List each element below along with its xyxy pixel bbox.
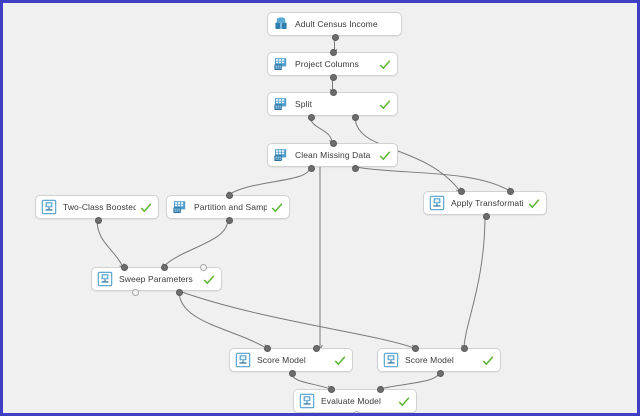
node-project-columns[interactable]: Project Columns: [267, 49, 398, 81]
ml-model-icon: [429, 195, 445, 211]
node-label: Sweep Parameters: [119, 274, 193, 284]
connection-edge[interactable]: [461, 214, 486, 351]
output-port-0[interactable]: [482, 213, 490, 220]
data-transform-icon: [273, 56, 289, 72]
status-check-icon: [334, 354, 346, 366]
ml-model-icon: [383, 352, 399, 368]
output-port-0[interactable]: [436, 370, 444, 377]
input-port-0[interactable]: [225, 192, 233, 199]
status-none: [383, 18, 395, 30]
ml-model-icon: [97, 271, 113, 287]
output-port-0[interactable]: [330, 74, 337, 81]
input-port-1[interactable]: [313, 345, 321, 352]
input-port-0[interactable]: [263, 345, 271, 352]
status-check-icon: [528, 197, 540, 209]
connection-edge[interactable]: [178, 290, 417, 350]
node-label: Two-Class Boosted Decision T...: [63, 202, 136, 212]
node-score-model-right[interactable]: Score Model: [377, 345, 501, 377]
status-check-icon: [203, 273, 215, 285]
input-port-1[interactable]: [160, 264, 168, 271]
status-check-icon: [482, 354, 494, 366]
node-label: Project Columns: [295, 59, 359, 69]
output-port-0[interactable]: [94, 217, 102, 224]
input-port-0[interactable]: [330, 140, 337, 147]
data-transform-icon: [273, 147, 289, 163]
status-check-icon: [379, 98, 391, 110]
output-port-1[interactable]: [352, 165, 360, 172]
node-adult-census-income-binary-classification-dataset[interactable]: Adult Census Income Binary C...: [267, 12, 402, 41]
output-port-0[interactable]: [307, 165, 315, 172]
connection-edge[interactable]: [354, 166, 513, 193]
status-check-icon: [398, 395, 410, 407]
output-port-1[interactable]: [176, 289, 184, 296]
input-port-0[interactable]: [327, 386, 335, 393]
dataset-icon: [273, 16, 289, 32]
input-port-0[interactable]: [411, 345, 419, 352]
node-evaluate-model[interactable]: Evaluate Model: [293, 386, 417, 413]
node-split[interactable]: Split: [267, 89, 398, 121]
status-check-icon: [140, 201, 152, 213]
connection-edge[interactable]: [290, 371, 333, 391]
node-partition-and-sample[interactable]: Partition and Sample: [166, 192, 290, 224]
output-port-0[interactable]: [352, 411, 360, 413]
input-port-1[interactable]: [377, 386, 385, 393]
node-label: Apply Transformation: [451, 198, 524, 208]
node-label: Partition and Sample: [194, 202, 267, 212]
status-check-icon: [271, 201, 283, 213]
connection-edge[interactable]: [225, 166, 311, 197]
experiment-canvas[interactable]: Adult Census Income Binary C... Project C…: [3, 3, 637, 413]
node-label: Score Model: [405, 355, 454, 365]
data-transform-icon: [172, 199, 188, 215]
ml-model-icon: [299, 393, 315, 409]
connection-edge[interactable]: [178, 290, 269, 350]
output-port-1[interactable]: [352, 114, 360, 121]
node-label: Split: [295, 99, 313, 109]
node-apply-transformation[interactable]: Apply Transformation: [423, 188, 547, 220]
node-label: Clean Missing Data: [295, 150, 371, 160]
output-port-0[interactable]: [131, 289, 139, 296]
connection-edge[interactable]: [161, 218, 229, 269]
input-port-1[interactable]: [507, 188, 515, 195]
data-transform-icon: [273, 96, 289, 112]
node-label: Evaluate Model: [321, 396, 381, 406]
input-port-0[interactable]: [457, 188, 465, 195]
ml-model-icon: [235, 352, 251, 368]
node-label: Adult Census Income Binary C...: [295, 19, 379, 29]
node-two-class-boosted-decision-tree[interactable]: Two-Class Boosted Decision T...: [35, 195, 159, 224]
input-port-1[interactable]: [461, 345, 469, 352]
output-port-0[interactable]: [225, 217, 233, 224]
input-port-0[interactable]: [330, 89, 337, 96]
input-port-0[interactable]: [121, 264, 129, 271]
connection-edge[interactable]: [377, 371, 440, 392]
connection-edge[interactable]: [96, 218, 125, 270]
output-port-0[interactable]: [307, 114, 315, 121]
ml-model-icon: [41, 199, 57, 215]
node-clean-missing-data[interactable]: Clean Missing Data: [267, 140, 398, 172]
input-port-0[interactable]: [330, 49, 337, 56]
node-label: Score Model: [257, 355, 306, 365]
input-port-2[interactable]: [199, 264, 207, 271]
output-port-0[interactable]: [332, 34, 339, 41]
output-port-0[interactable]: [288, 370, 296, 377]
node-score-model-left[interactable]: Score Model: [229, 345, 353, 377]
status-check-icon: [379, 58, 391, 70]
status-check-icon: [379, 149, 391, 161]
node-sweep-parameters[interactable]: Sweep Parameters: [91, 264, 222, 296]
